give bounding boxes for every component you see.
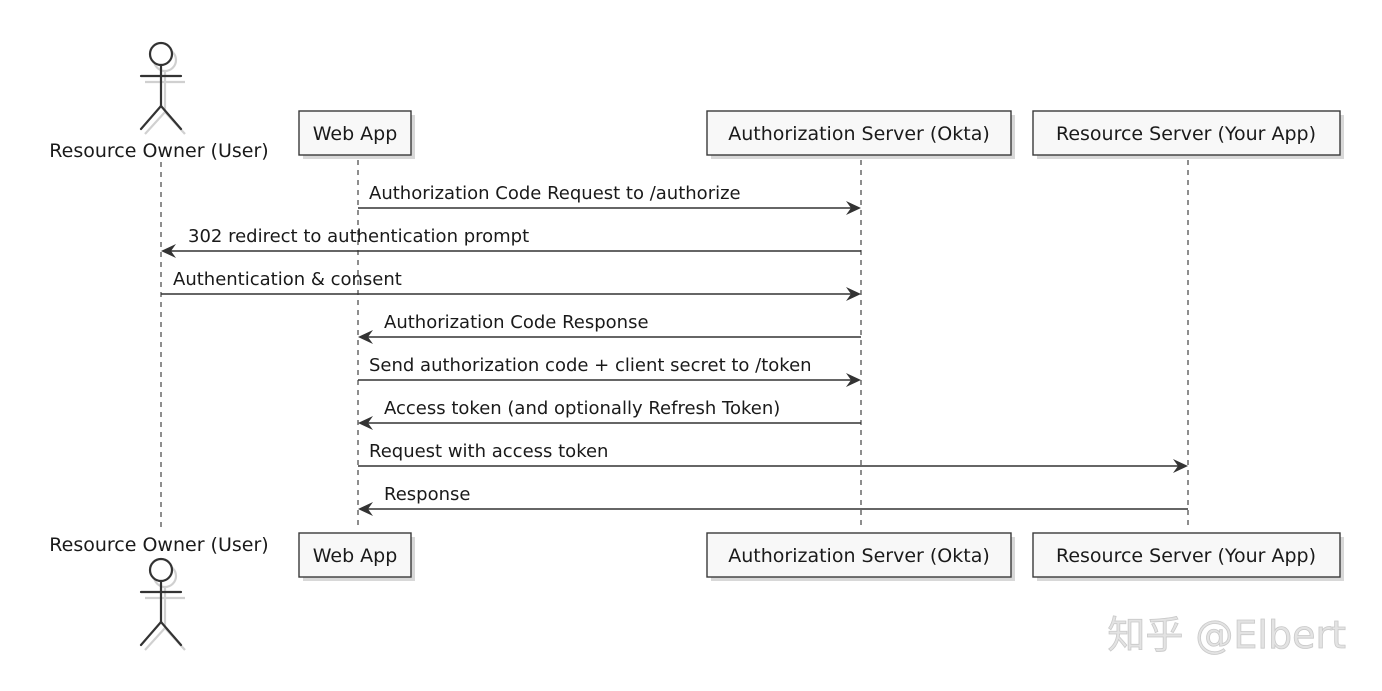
- participant-label-authserver-bottom: Authorization Server (Okta): [728, 545, 990, 567]
- message-7: Request with access token: [358, 441, 1188, 473]
- actor-label-user-bottom: Resource Owner (User): [49, 534, 268, 556]
- message-4: Authorization Code Response: [358, 312, 861, 344]
- participant-label-resourceserver-top: Resource Server (Your App): [1056, 123, 1316, 145]
- watermark: 知乎 @Elbert: [1107, 613, 1346, 657]
- arrow-right-icon: [846, 201, 861, 215]
- message-label-6: Access token (and optionally Refresh Tok…: [384, 398, 780, 419]
- actor-user-top: Resource Owner (User): [49, 41, 269, 162]
- arrow-left-icon: [161, 244, 176, 258]
- arrow-right-icon: [846, 373, 861, 387]
- participant-webapp-top: Web App: [298, 110, 415, 159]
- arrow-right-icon: [846, 287, 861, 301]
- message-1: Authorization Code Request to /authorize: [358, 183, 861, 215]
- actor-user-bottom: Resource Owner (User): [49, 534, 269, 651]
- participant-label-webapp-bottom: Web App: [313, 545, 398, 567]
- arrow-left-icon: [358, 502, 373, 516]
- actor-shadow: [144, 47, 186, 135]
- participant-resourceserver-top: Resource Server (Your App): [1032, 110, 1344, 159]
- participants-top: Resource Owner (User) Web App Authorizat…: [49, 41, 1344, 162]
- participant-webapp-bottom: Web App: [298, 532, 415, 581]
- participant-label-resourceserver-bottom: Resource Server (Your App): [1056, 545, 1316, 567]
- arrow-right-icon: [1173, 459, 1188, 473]
- arrow-left-icon: [358, 416, 373, 430]
- participant-authserver-top: Authorization Server (Okta): [706, 110, 1015, 159]
- message-label-8: Response: [384, 484, 470, 505]
- actor-label-user-top: Resource Owner (User): [49, 140, 268, 162]
- message-5: Send authorization code + client secret …: [358, 355, 861, 387]
- participant-authserver-bottom: Authorization Server (Okta): [706, 532, 1015, 581]
- participant-label-webapp-top: Web App: [313, 123, 398, 145]
- message-3: Authentication & consent: [161, 269, 861, 301]
- participant-label-authserver-top: Authorization Server (Okta): [728, 123, 990, 145]
- message-2: 302 redirect to authentication prompt: [161, 226, 861, 258]
- participants-bottom: Resource Owner (User) Web App: [49, 532, 1344, 651]
- message-label-1: Authorization Code Request to /authorize: [369, 183, 741, 204]
- participant-resourceserver-bottom: Resource Server (Your App): [1032, 532, 1344, 581]
- message-label-7: Request with access token: [369, 441, 608, 462]
- person-icon: [139, 41, 183, 131]
- messages: Authorization Code Request to /authorize…: [161, 183, 1188, 516]
- message-label-2: 302 redirect to authentication prompt: [188, 226, 529, 247]
- message-label-5: Send authorization code + client secret …: [369, 355, 812, 376]
- message-8: Response: [358, 484, 1188, 516]
- person-icon: [139, 557, 183, 647]
- message-6: Access token (and optionally Refresh Tok…: [358, 398, 861, 430]
- message-label-3: Authentication & consent: [173, 269, 402, 290]
- lifelines: [160, 160, 1189, 530]
- arrow-left-icon: [358, 330, 373, 344]
- message-label-4: Authorization Code Response: [384, 312, 649, 333]
